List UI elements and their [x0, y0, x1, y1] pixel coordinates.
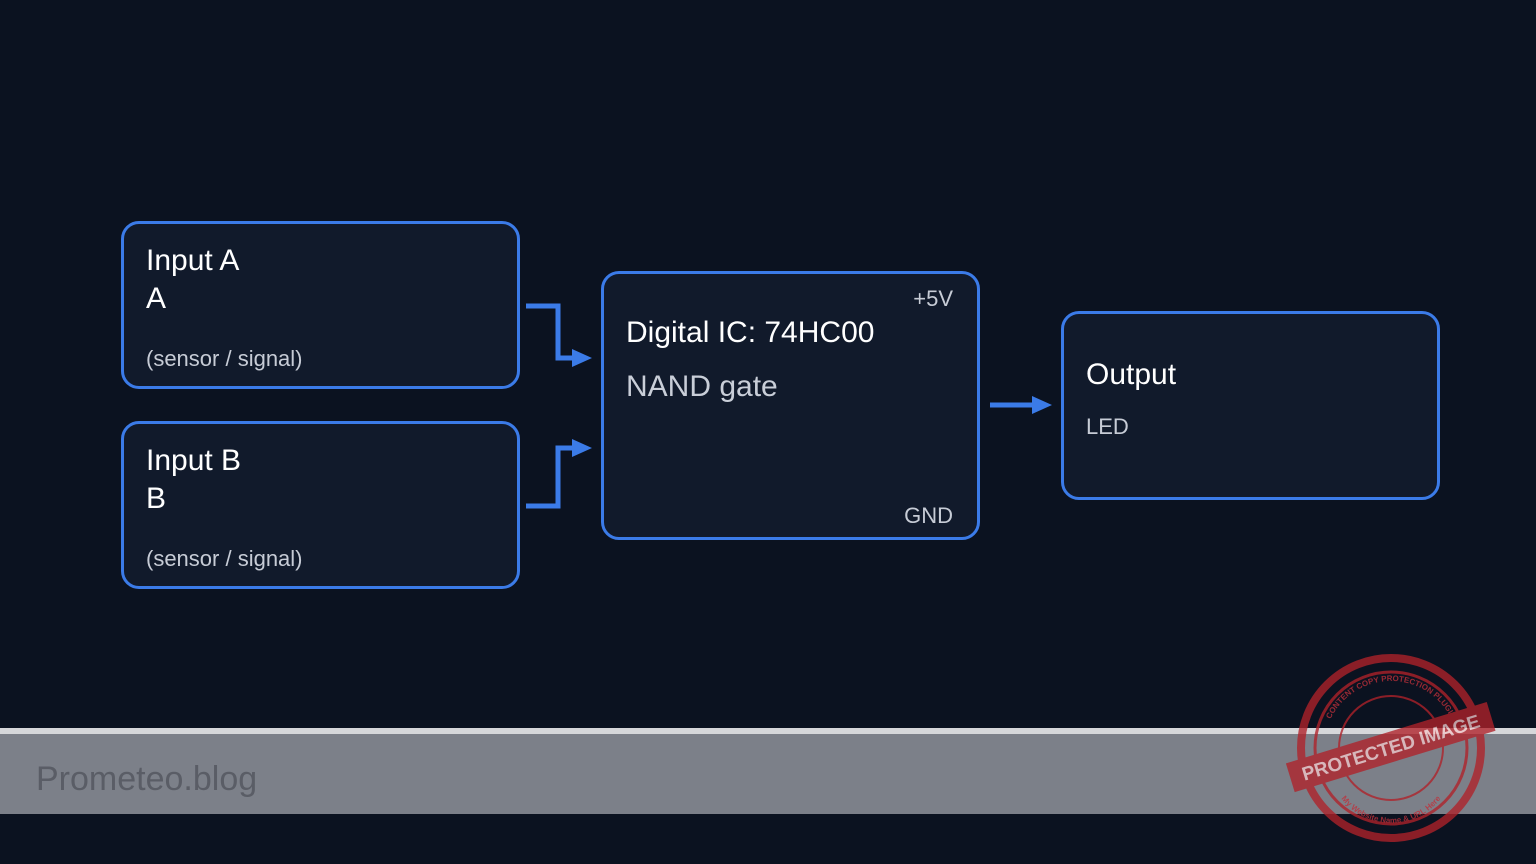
arrowhead-a	[572, 349, 592, 367]
input-b-letter: B	[146, 482, 167, 515]
ic-box: +5V Digital IC: 74HC00 NAND gate GND	[601, 271, 980, 540]
input-b-box: Input B B (sensor / signal)	[121, 421, 520, 589]
ic-subtitle: NAND gate	[626, 370, 778, 403]
ic-title: Digital IC: 74HC00	[626, 316, 875, 349]
footer-brand: Prometeo.blog	[36, 760, 258, 798]
input-b-note: (sensor / signal)	[146, 546, 303, 571]
output-box: Output LED	[1061, 311, 1440, 500]
input-a-note: (sensor / signal)	[146, 346, 303, 371]
input-a-box: Input A A (sensor / signal)	[121, 221, 520, 389]
wire-input-b	[526, 445, 576, 509]
ic-supply-label: +5V	[913, 286, 953, 311]
arrowhead-output	[1032, 396, 1052, 414]
footer-bar: Prometeo.blog	[0, 728, 1536, 814]
input-a-letter: A	[146, 282, 167, 315]
arrowhead-b	[572, 439, 592, 457]
input-b-title: Input B	[146, 444, 242, 477]
ic-ground-label: GND	[904, 503, 953, 528]
input-a-title: Input A	[146, 244, 240, 277]
output-device: LED	[1086, 414, 1129, 439]
wire-input-a	[526, 303, 576, 361]
output-title: Output	[1086, 358, 1177, 391]
